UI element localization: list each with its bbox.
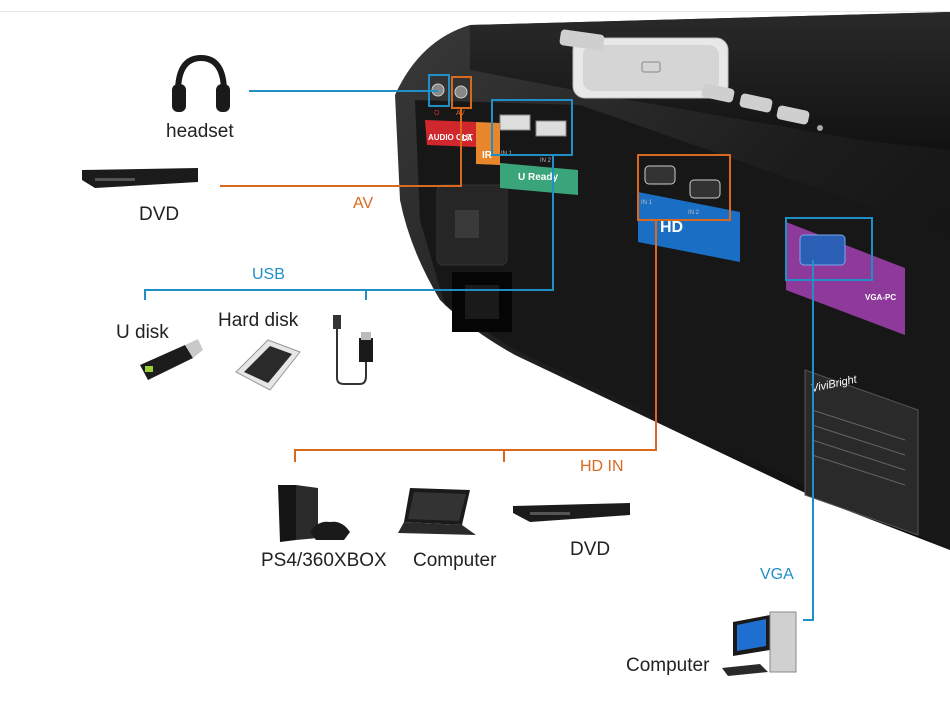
dvd-hd-label: DVD [570, 539, 611, 560]
ir-text: IR [482, 150, 493, 161]
u-ready-text: U Ready [518, 172, 558, 183]
desktop-computer-icon [722, 611, 797, 676]
dvd-player-hd-icon [513, 503, 630, 522]
u-disk-icon [140, 339, 203, 380]
usb-connection-label: USB [252, 266, 285, 283]
hd-text: HD [660, 219, 683, 236]
connection-lines [144, 90, 814, 621]
ports [431, 83, 846, 266]
computer-hd-label: Computer [413, 550, 497, 571]
ps4-icon [278, 485, 350, 542]
usb-in2-text: IN 2 [540, 158, 552, 164]
headset-icon [172, 54, 230, 112]
hard-disk-label: Hard disk [218, 310, 299, 331]
av-connection-label: AV [353, 195, 374, 212]
laptop-icon [398, 488, 476, 535]
u-disk-label: U disk [116, 322, 169, 343]
audio-out-text: AUDIO OUT [428, 133, 473, 142]
dvd-player-icon [82, 168, 198, 188]
vga-connection-label: VGA [760, 566, 794, 583]
hd-ports-highlight [637, 154, 731, 221]
usb-line [144, 155, 554, 300]
audio-jack-text: O [434, 110, 440, 117]
computer-vga-label: Computer [626, 655, 710, 676]
top-divider [0, 11, 950, 12]
ca-text: CA [461, 134, 473, 143]
av-line [220, 108, 462, 187]
spec-label-plate: ViviBright [804, 369, 919, 536]
hd-in-connection-label: HD IN [580, 458, 624, 475]
usb-cable-icon [333, 315, 373, 385]
vga-port-highlight [785, 217, 873, 281]
hd-in1-text: IN 1 [641, 200, 653, 206]
vga-line [803, 260, 814, 621]
vga-pc-text: VGA-PC [865, 293, 896, 302]
usb-ports-highlight [491, 99, 573, 156]
hd-line [294, 220, 657, 462]
hd-in2-text: IN 2 [688, 210, 700, 216]
ps4-label: PS4/360XBOX [261, 550, 387, 571]
headset-label: headset [166, 121, 234, 142]
hard-disk-icon [235, 339, 301, 391]
dvd-av-label: DVD [139, 204, 180, 225]
